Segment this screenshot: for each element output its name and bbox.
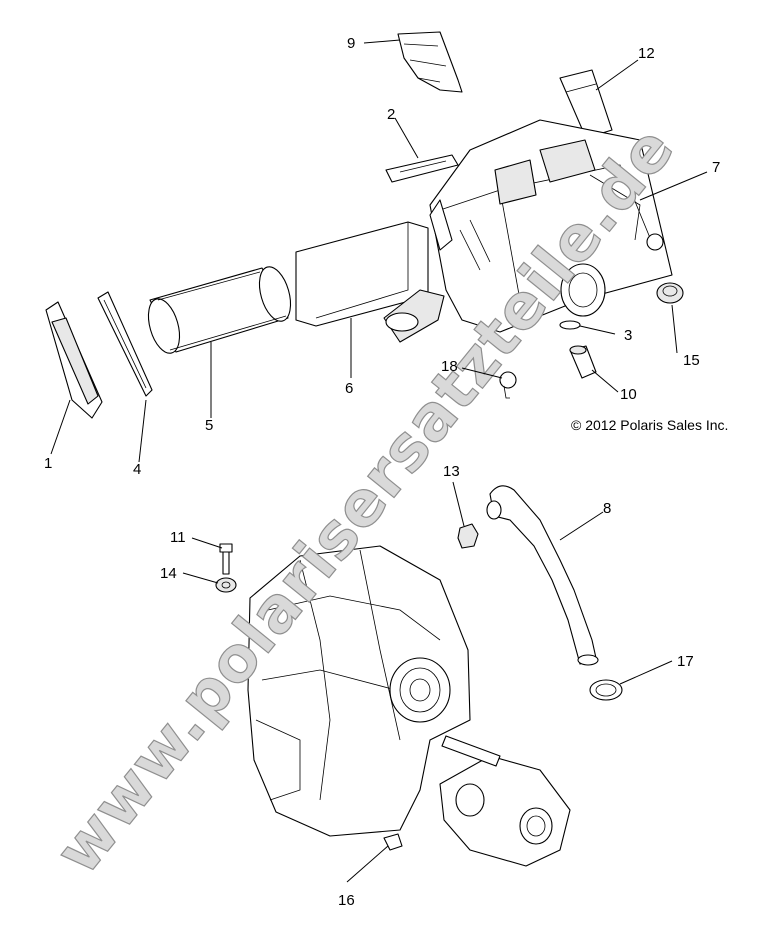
part-3-oring — [559, 320, 581, 330]
callout-13: 13 — [443, 463, 460, 480]
part-1-cover — [45, 301, 103, 419]
part-15-plug — [656, 282, 684, 304]
callouts: 1 2 3 4 5 6 7 8 9 10 11 12 13 14 15 16 1… — [44, 35, 720, 909]
part-14-washer — [215, 577, 237, 593]
callout-17: 17 — [677, 653, 694, 670]
part-2-strap — [385, 154, 459, 183]
part-8-hose — [486, 485, 599, 666]
part-9-clip — [397, 31, 463, 93]
callout-15: 15 — [683, 352, 700, 369]
part-13-nut — [457, 523, 479, 549]
part-18-clamp — [499, 371, 517, 399]
part-4-gasket — [97, 291, 153, 397]
part-6-filter-shield — [295, 221, 445, 343]
throttle-body — [439, 735, 571, 867]
callout-2: 2 — [387, 106, 395, 123]
part-11-bolt — [219, 543, 233, 575]
engine-assembly — [247, 545, 471, 837]
callout-8: 8 — [603, 500, 611, 517]
callout-5: 5 — [205, 417, 213, 434]
part-12-snorkel — [559, 69, 613, 139]
copyright-text: © 2012 Polaris Sales Inc. — [571, 417, 728, 433]
callout-10: 10 — [620, 386, 637, 403]
callout-16: 16 — [338, 892, 355, 909]
callout-7: 7 — [712, 159, 720, 176]
part-7-airbox — [429, 119, 673, 333]
callout-9: 9 — [347, 35, 355, 52]
callout-12: 12 — [638, 45, 655, 62]
part-17-clamp — [589, 679, 623, 701]
callout-11: 11 — [170, 529, 186, 546]
callout-1: 1 — [44, 455, 52, 472]
callout-18: 18 — [441, 358, 458, 375]
part-10-valve — [569, 345, 597, 379]
leader-lines — [50, 39, 708, 883]
part-5-filter — [147, 266, 292, 354]
callout-4: 4 — [133, 461, 141, 478]
callout-6: 6 — [345, 380, 353, 397]
callout-3: 3 — [624, 327, 632, 344]
callout-14: 14 — [160, 565, 177, 582]
